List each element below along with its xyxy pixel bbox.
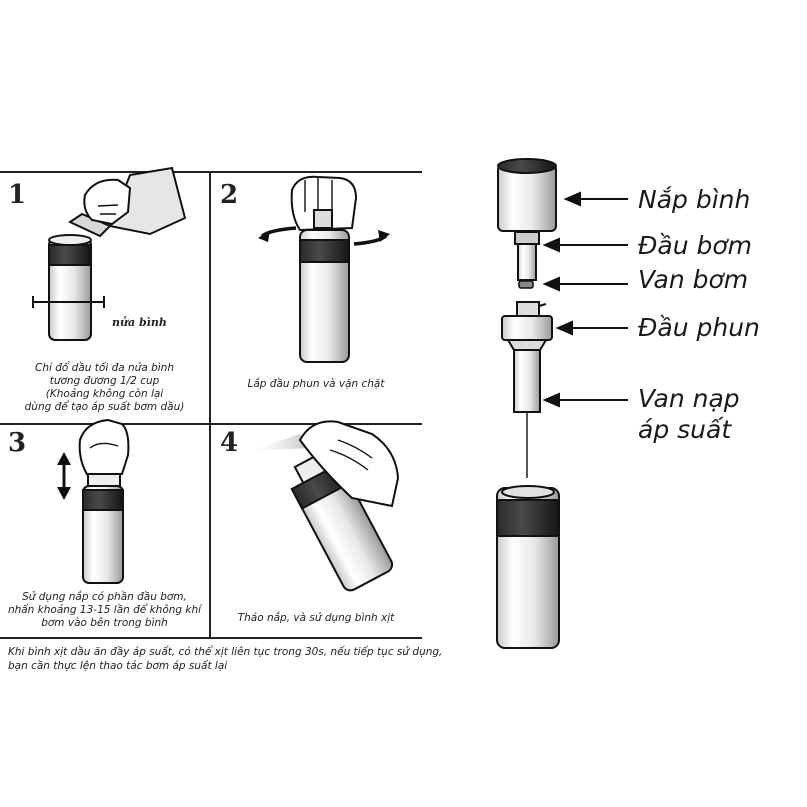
step-caption-3: Sử dụng nắp có phần đầu bơm, nhấn khoảng… xyxy=(7,591,202,629)
step2-illustration xyxy=(258,175,390,363)
part-label-cap: Nắp bình xyxy=(638,185,751,214)
step3-illustration xyxy=(57,418,130,584)
step-number-3: 3 xyxy=(8,428,27,458)
bottle-part-icon xyxy=(496,485,560,649)
arrows xyxy=(542,191,628,408)
hand-icon xyxy=(83,178,132,226)
hand-icon xyxy=(290,175,358,232)
pump-valve-part-icon xyxy=(518,280,534,289)
spray-mist-icon xyxy=(246,434,308,452)
part-label-pump-head: Đầu bơm xyxy=(638,231,753,260)
part-label-pressure-valve: Van nạp áp suất xyxy=(638,384,740,444)
step-caption-2: Lắp đầu phun và vặn chặt xyxy=(247,378,385,390)
hand-icon xyxy=(78,418,130,478)
hand-icon xyxy=(298,420,400,508)
pump-head-part-icon xyxy=(514,231,540,281)
step-caption-1: Chỉ đổ dầu tối đa nửa bình tương đương 1… xyxy=(24,362,185,413)
usage-note: Khi bình xịt dầu ăn đầy áp suất, có thể … xyxy=(8,646,443,672)
spray-head-part-icon xyxy=(501,301,553,351)
part-label-pump-valve: Van bơm xyxy=(638,265,749,294)
cap-part-icon xyxy=(497,158,557,232)
exploded-parts-diagram xyxy=(496,158,628,649)
part-label-spray-head: Đầu phun xyxy=(638,313,760,342)
step4-illustration xyxy=(246,420,400,592)
step-number-1: 1 xyxy=(8,180,27,210)
step1-illustration xyxy=(32,166,187,341)
step-caption-4: Tháo nắp, và sử dụng bình xịt xyxy=(237,612,395,624)
step-number-4: 4 xyxy=(220,428,239,458)
step-number-2: 2 xyxy=(220,180,239,210)
pressure-valve-part-icon xyxy=(513,349,541,478)
half-bottle-label: nửa bình xyxy=(112,316,167,329)
